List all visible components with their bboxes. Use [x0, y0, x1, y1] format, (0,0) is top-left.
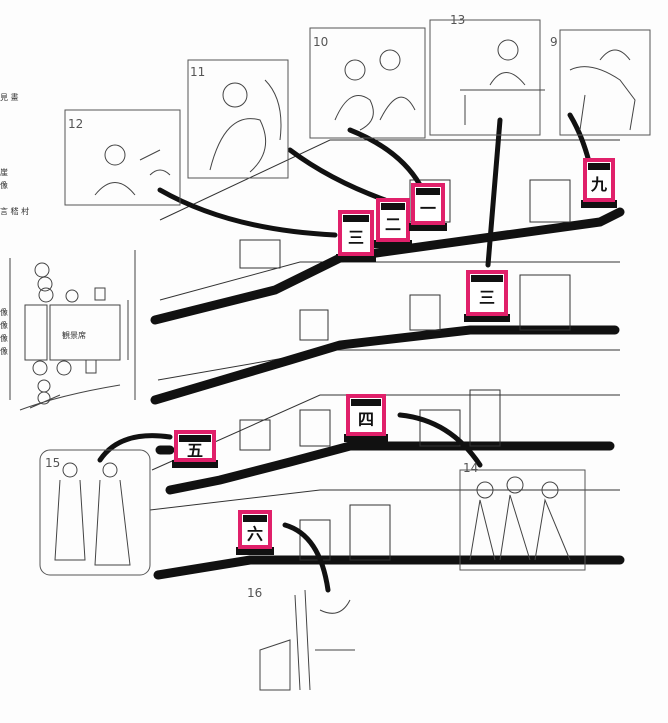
box-pedestal: [236, 547, 274, 555]
display-box[interactable]: 五: [172, 430, 218, 468]
panel-11[interactable]: 11: [187, 59, 289, 179]
side-note: 像: [0, 346, 8, 356]
box-pedestal: [336, 254, 376, 262]
box-label: 三: [479, 288, 495, 307]
box-header: [381, 203, 405, 210]
box-label: 六: [247, 525, 263, 544]
box-pedestal: [172, 460, 218, 468]
box-header: [416, 188, 440, 195]
plan-label: 観景席: [62, 330, 86, 340]
box-pedestal: [374, 240, 412, 248]
side-note: 像: [0, 307, 8, 317]
side-note: 像: [0, 320, 8, 330]
panel-14[interactable]: 14: [459, 461, 586, 571]
display-box[interactable]: 三: [464, 270, 510, 322]
box-pedestal: [581, 200, 617, 208]
panel-13[interactable]: 13: [429, 13, 545, 136]
arrows: [97, 112, 595, 593]
floor-plan-sketch: 観景席: [9, 250, 136, 411]
box-label: 二: [385, 215, 401, 234]
panel-number: 16: [247, 586, 262, 600]
box-label: 一: [420, 199, 436, 218]
display-box[interactable]: 二: [374, 198, 412, 248]
panel-number: 10: [313, 35, 328, 49]
arrow: [347, 127, 423, 188]
box-header: [243, 515, 267, 522]
display-box[interactable]: 四: [344, 394, 388, 442]
panel-number: 15: [45, 456, 60, 470]
arrow: [485, 117, 503, 268]
display-box[interactable]: 九: [581, 158, 617, 208]
side-note: 見 畫: [0, 92, 19, 102]
box-header: [179, 435, 211, 442]
panel-number: 14: [463, 461, 478, 475]
box-pedestal: [409, 223, 447, 231]
box-label: 九: [590, 175, 607, 194]
side-note: 像: [0, 333, 8, 343]
side-note: 言 嵇 村: [0, 206, 29, 216]
box-header: [471, 275, 503, 282]
arrow: [282, 522, 331, 593]
arrow: [287, 147, 388, 203]
panel-16[interactable]: 16: [247, 586, 355, 691]
arrow: [97, 433, 173, 463]
box-header: [588, 163, 610, 170]
display-box[interactable]: 三: [336, 210, 376, 262]
panel-10[interactable]: 10: [309, 27, 426, 139]
box-label: 五: [187, 441, 203, 460]
box-label: 三: [348, 228, 364, 247]
box-header: [343, 215, 369, 222]
box-header: [351, 399, 381, 406]
arrow: [397, 412, 483, 468]
side-note: 像: [0, 180, 8, 190]
panel-12[interactable]: 12: [64, 109, 181, 206]
display-box[interactable]: 一: [409, 183, 447, 231]
box-pedestal: [344, 434, 388, 442]
display-box[interactable]: 六: [236, 510, 274, 555]
panel-number: 12: [68, 117, 83, 131]
side-note: 崖: [0, 168, 8, 177]
panel-number: 13: [450, 13, 465, 27]
panel-15[interactable]: 15: [39, 449, 151, 576]
box-label: 四: [358, 410, 374, 429]
side-notes: 見 畫 崖 像 言 嵇 村 像 像 像 像: [0, 92, 29, 356]
illustration-panels: 12 11 10 13 9 15: [39, 13, 651, 691]
panel-number: 11: [190, 65, 205, 79]
panel-number: 9: [550, 35, 558, 49]
arrow: [157, 187, 338, 238]
panel-9[interactable]: 9: [550, 29, 651, 136]
box-pedestal: [464, 314, 510, 322]
